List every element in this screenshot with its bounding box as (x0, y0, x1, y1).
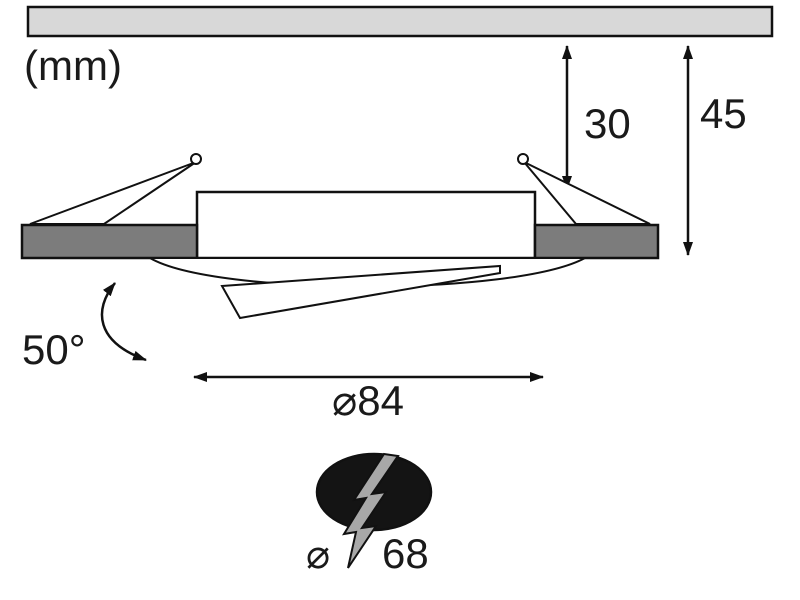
left-spring-clip (29, 161, 197, 225)
left-spring-pivot (190, 153, 202, 165)
tilted-lens (220, 264, 501, 320)
tilt-angle-label: 50° (22, 326, 86, 373)
cutout-diameter-symbol: ⌀ (306, 533, 330, 577)
ceiling-bar (26, 5, 774, 38)
cutout-diameter-value: 68 (382, 530, 429, 577)
unit-label: (mm) (24, 42, 122, 89)
right-spring-pivot (517, 153, 529, 165)
cut-mark-zigzag (342, 452, 400, 569)
tilt-angle-arrow (100, 282, 147, 362)
right-flange (533, 223, 660, 260)
recess-depth-label: 30 (584, 100, 631, 147)
left-flange (20, 223, 199, 260)
lamp-housing (195, 190, 537, 260)
total-depth-label: 45 (700, 90, 747, 137)
outer-diameter-label: ⌀84 (332, 377, 404, 424)
right-spring-clip (523, 161, 651, 225)
